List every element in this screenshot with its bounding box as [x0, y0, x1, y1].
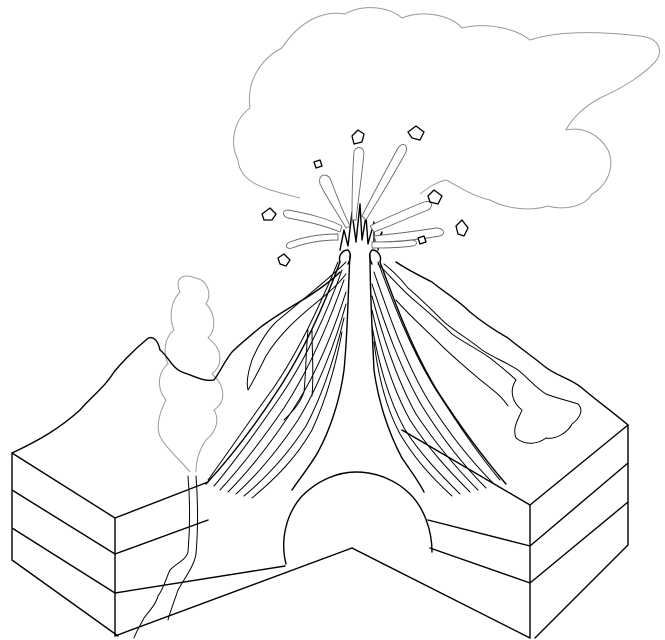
cone-left-flank	[206, 262, 340, 484]
right-terrain	[396, 262, 628, 425]
right-block-outline	[530, 425, 628, 638]
bomb-2	[408, 126, 424, 140]
bomb-4	[428, 190, 442, 204]
bomb-5	[262, 208, 276, 220]
sill-left	[134, 596, 158, 638]
lava-flow-right-2	[396, 300, 508, 406]
bomb-3	[314, 160, 322, 168]
bomb-6	[456, 220, 468, 236]
bomb-7	[418, 236, 426, 244]
bomb-8	[278, 254, 290, 266]
strata-right	[372, 262, 500, 496]
strata-left	[208, 262, 346, 498]
secondary-plume	[158, 276, 223, 472]
ash-cloud	[234, 8, 660, 209]
secondary-conduit	[284, 330, 313, 420]
bomb-1	[352, 130, 364, 144]
